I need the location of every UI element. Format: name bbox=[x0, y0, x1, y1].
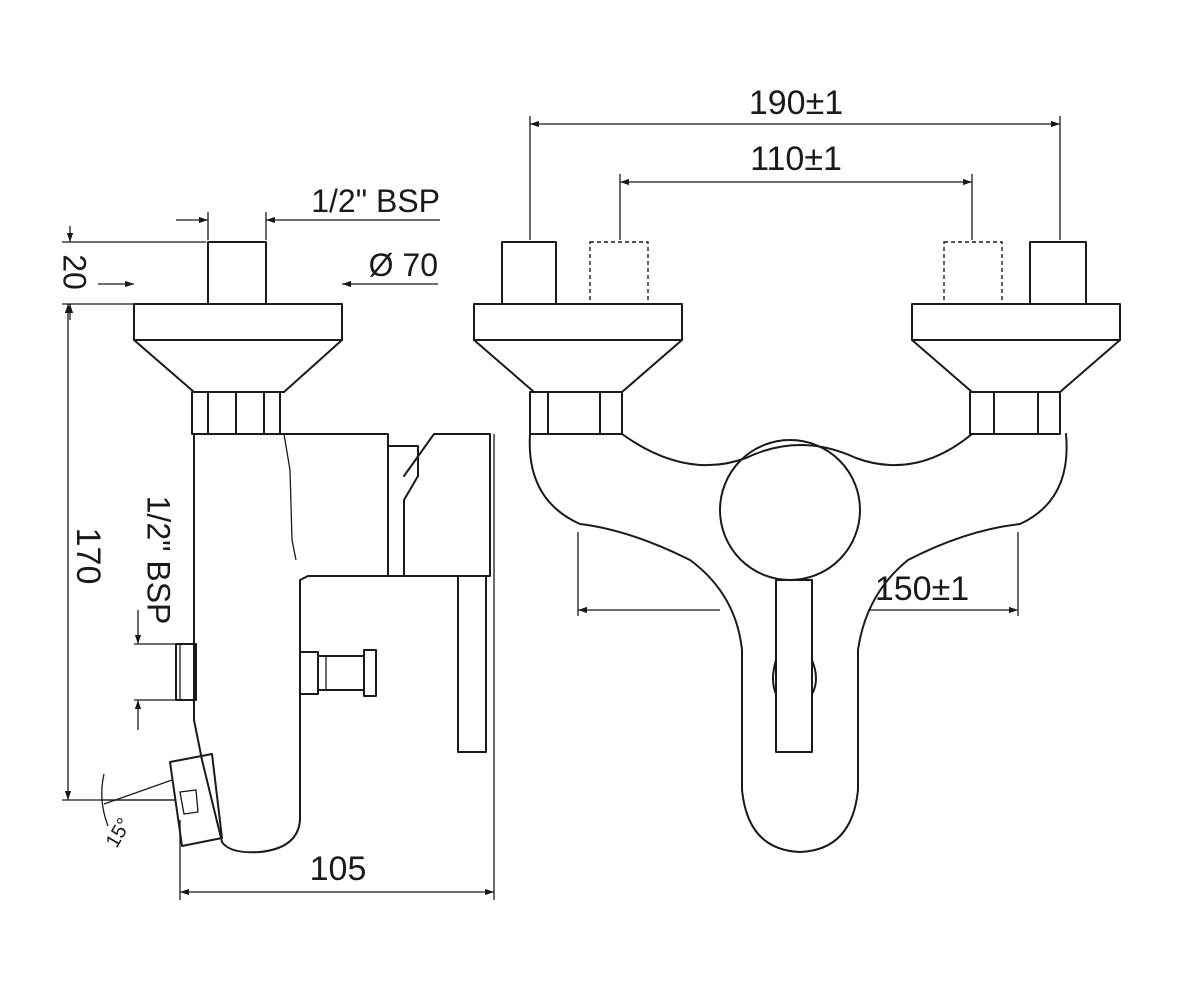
side-view: 1/2" BSP Ø 70 20 170 1/2" BSP 15° 105 bbox=[57, 183, 495, 900]
front-left-inlet bbox=[501, 241, 557, 305]
front-lever bbox=[775, 579, 813, 753]
depth-label: 105 bbox=[310, 850, 367, 888]
outlet-thread-label: 1/2" BSP bbox=[141, 496, 177, 625]
side-body bbox=[193, 433, 389, 854]
front-left-cone bbox=[473, 339, 683, 393]
eccentric-height-label: 20 bbox=[57, 254, 93, 290]
total-height-label: 170 bbox=[69, 528, 107, 585]
side-cartridge bbox=[387, 445, 419, 577]
flange-diameter-label: Ø 70 bbox=[369, 247, 438, 283]
front-right-cone bbox=[911, 339, 1121, 393]
side-cone bbox=[133, 339, 343, 393]
side-aerator bbox=[169, 753, 223, 847]
front-view: 190±1 110±1 150±1 bbox=[473, 84, 1121, 853]
side-shower-outlet bbox=[175, 643, 197, 701]
front-right-inlet-alt bbox=[943, 241, 1003, 305]
spout-angle-label: 15° bbox=[102, 814, 136, 851]
front-right-hex-nut bbox=[969, 391, 1061, 435]
side-handle-block bbox=[403, 433, 491, 577]
front-right-inlet bbox=[1029, 241, 1087, 305]
overall-width-label: 190±1 bbox=[749, 84, 843, 122]
inlet-thread-label: 1/2" BSP bbox=[311, 183, 440, 219]
inlet-spacing-label: 110±1 bbox=[750, 140, 842, 178]
front-left-hex-nut bbox=[529, 391, 623, 435]
front-body bbox=[528, 433, 1068, 853]
front-diverter bbox=[772, 659, 817, 695]
side-flange bbox=[133, 303, 343, 341]
front-left-flange bbox=[473, 303, 683, 341]
side-diverter-base bbox=[299, 651, 319, 695]
front-left-inlet-alt bbox=[589, 241, 649, 305]
spout-reach-label: 150±1 bbox=[875, 570, 969, 608]
side-lever bbox=[457, 575, 487, 753]
front-right-flange bbox=[911, 303, 1121, 341]
front-handle-disc bbox=[719, 439, 861, 581]
side-diverter-knob bbox=[317, 655, 365, 691]
side-inlet-pipe bbox=[207, 241, 267, 305]
